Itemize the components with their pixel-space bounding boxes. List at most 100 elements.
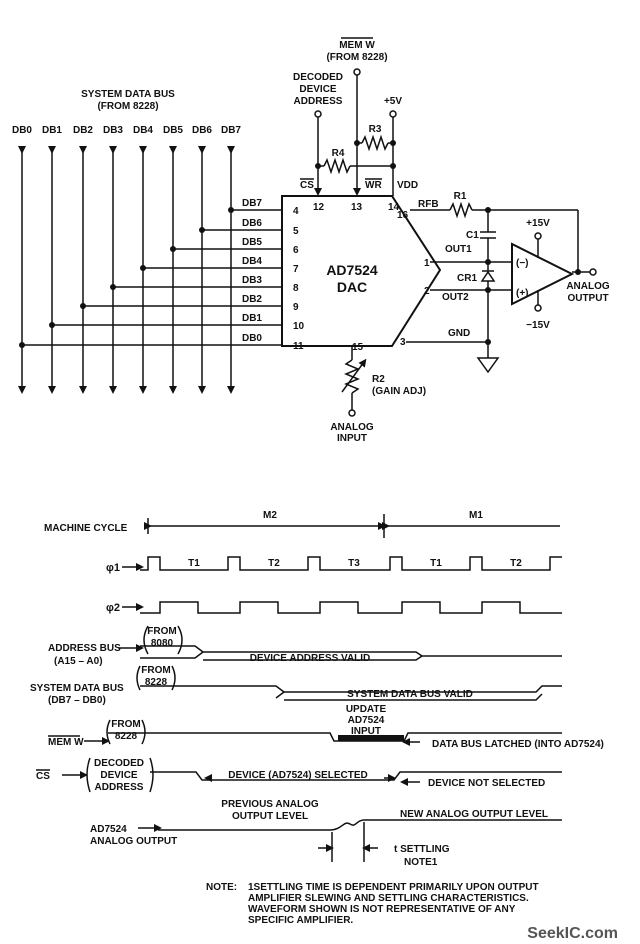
mem-w-source: (FROM 8228)	[326, 52, 387, 63]
r3-resistor	[361, 134, 389, 152]
cr1-label: CR1	[457, 273, 477, 284]
bus-bit-db2: DB2	[73, 125, 93, 136]
m2-label: M2	[263, 510, 277, 521]
timing-diagram: MACHINE CYCLE M2 M1 φ1 T1 T2 T3 T1 T2 φ2…	[30, 510, 604, 868]
c1-label: C1	[466, 230, 479, 241]
pin-15: 15	[352, 342, 364, 353]
analog-output-label-1: ANALOG	[566, 281, 610, 292]
bus-bit-db6: DB6	[192, 125, 212, 136]
chip-input-db1: DB1	[242, 313, 262, 324]
update-strobe-bar	[338, 735, 404, 741]
decoded-label: DECODED	[293, 72, 343, 83]
gnd-label: GND	[448, 328, 470, 339]
analog-input-label-1: ANALOG	[330, 422, 374, 433]
device-label: DEVICE	[299, 84, 337, 95]
mem-w-timing-label: MEM W	[48, 737, 84, 748]
memw-8228-label: 8228	[115, 731, 138, 742]
bus-bit-labels: DB0 DB1 DB2 DB3 DB4 DB5 DB6 DB7	[12, 125, 241, 136]
out2-label: OUT2	[442, 292, 469, 303]
sdb-from-label: FROM	[141, 665, 170, 676]
cs-timing-label: CS	[36, 771, 50, 782]
note-line-4: SPECIFIC AMPLIFIER.	[248, 915, 353, 926]
t-state-1: T1	[188, 558, 200, 569]
phi2-waveform	[140, 601, 562, 614]
cs-address-label: ADDRESS	[95, 782, 144, 793]
system-data-bus-waveform	[140, 685, 562, 693]
pin-11: 11	[293, 341, 304, 352]
system-data-bus-source: (FROM 8228)	[97, 101, 158, 112]
bus-bit-db3: DB3	[103, 125, 123, 136]
ad7524-output-label: AD7524	[90, 824, 127, 835]
bus-bit-db5: DB5	[163, 125, 183, 136]
bus-bit-db7: DB7	[221, 125, 241, 136]
update-label: UPDATE	[346, 704, 387, 715]
chip-input-db7: DB7	[242, 198, 262, 209]
m1-label: M1	[469, 510, 483, 521]
minus15v-label: −15V	[526, 320, 550, 331]
address-bus-range: (A15 – A0)	[54, 656, 103, 667]
t-state-3: T3	[348, 558, 360, 569]
schematic: SYSTEM DATA BUS (FROM 8228) DB0 DB1 DB2 …	[12, 37, 610, 444]
pin-9: 9	[293, 302, 299, 313]
out1-label: OUT1	[445, 244, 472, 255]
r2-label: R2	[372, 374, 385, 385]
pin-4: 4	[293, 206, 299, 217]
opamp-minus-label: (−)	[516, 258, 529, 269]
analog-output-timing-label: ANALOG OUTPUT	[90, 836, 177, 847]
cs-decoded-label: DECODED	[94, 758, 144, 769]
new-analog-output-label: NEW ANALOG OUTPUT LEVEL	[400, 809, 548, 820]
analog-input-terminal	[348, 409, 356, 417]
pin-13: 13	[351, 202, 363, 213]
analog-input-label-2: INPUT	[337, 433, 367, 444]
note-line-2: AMPLIFIER SLEWING AND SETTLING CHARACTER…	[248, 893, 529, 904]
pin-6: 6	[293, 245, 299, 256]
vdd-label: VDD	[397, 180, 418, 191]
system-data-bus-label: SYSTEM DATA BUS	[81, 89, 175, 100]
t-state-4: T1	[430, 558, 442, 569]
chip-input-db2: DB2	[242, 294, 262, 305]
mem-w-terminal	[353, 68, 361, 76]
pin-16: 16	[397, 210, 409, 221]
bus-bit-db0: DB0	[12, 125, 32, 136]
cr1-diode-icon	[480, 270, 496, 282]
analog-output-waveform	[158, 819, 562, 831]
chip-input-labels: DB7 DB6 DB5 DB4 DB3 DB2 DB1 DB0	[242, 198, 262, 344]
device-not-selected-label: DEVICE NOT SELECTED	[428, 778, 545, 789]
phi1-label: φ1	[106, 562, 120, 574]
cs-device-label: DEVICE	[100, 770, 138, 781]
bus-bit-db4: DB4	[133, 125, 153, 136]
watermark: SeekIC.com	[527, 925, 618, 942]
pin-7: 7	[293, 264, 299, 275]
phi1-waveform	[140, 556, 562, 571]
t-settling-label: t SETTLING	[394, 844, 450, 855]
wr-pin-label: WR	[365, 180, 382, 191]
plus15v-label: +15V	[526, 218, 550, 229]
update-input-label: INPUT	[351, 726, 381, 737]
machine-cycle-label: MACHINE CYCLE	[44, 523, 128, 534]
t-state-2: T2	[268, 558, 280, 569]
system-data-bus-timing-label: SYSTEM DATA BUS	[30, 683, 124, 694]
memw-from-label: FROM	[111, 719, 140, 730]
chip-pin-numbers: 4 5 6 7 8 9 10 11 12 13 14 16 1 2 3 15	[293, 202, 430, 353]
sdb-8228-label: 8228	[145, 677, 168, 688]
note-line-1: 1SETTLING TIME IS DEPENDENT PRIMARILY UP…	[248, 882, 539, 893]
system-data-bus-valid-label: SYSTEM DATA BUS VALID	[347, 689, 473, 700]
device-address-valid-label: DEVICE ADDRESS VALID	[250, 653, 371, 664]
bus-taps	[19, 207, 282, 348]
previous-analog-label: PREVIOUS ANALOG	[221, 799, 319, 810]
system-data-bus-timing-range: (DB7 – DB0)	[48, 695, 106, 706]
chip-input-db3: DB3	[242, 275, 262, 286]
bus-bit-db1: DB1	[42, 125, 62, 136]
cs-waveform	[150, 771, 562, 781]
note-line-3: WAVEFORM SHOWN IS NOT REPRESENTATIVE OF …	[248, 904, 516, 915]
chip-input-db5: DB5	[242, 237, 262, 248]
cs-pin-label: CS	[300, 180, 314, 191]
note-ref-label: NOTE1	[404, 857, 438, 868]
r1-label: R1	[454, 191, 467, 202]
r1-resistor	[449, 201, 473, 219]
gain-adj-label: (GAIN ADJ)	[372, 386, 426, 397]
address-label: ADDRESS	[294, 96, 343, 107]
decoded-address-terminal	[314, 110, 322, 118]
chip-input-db6: DB6	[242, 218, 262, 229]
address-from-label: FROM	[147, 626, 176, 637]
